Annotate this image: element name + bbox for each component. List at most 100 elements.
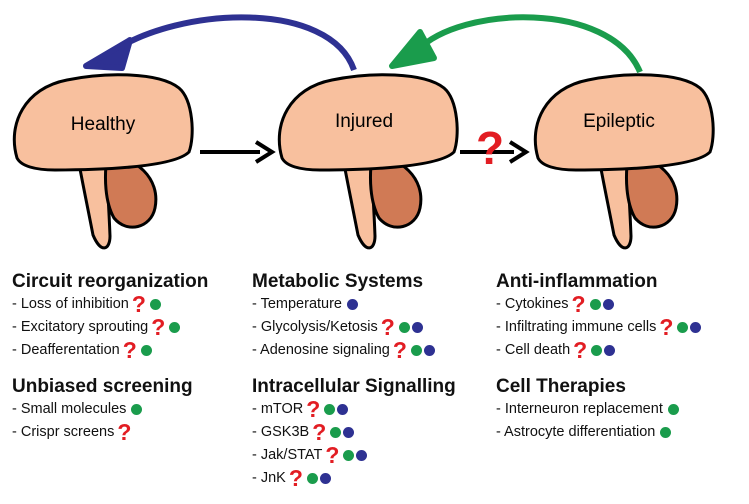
green-dot-icon <box>589 299 601 310</box>
group-title: Cell Therapies <box>496 376 626 397</box>
question-mark-icon: ? <box>117 418 132 445</box>
evidence-marks: ? <box>131 290 161 317</box>
evidence-marks: ? <box>380 313 423 340</box>
group-cell-therapies: Cell Therapies - Interneuron replacement… <box>496 376 701 444</box>
evidence-marks: ? <box>325 441 368 468</box>
group-circuit-reorganization: Circuit reorganization - Loss of inhibit… <box>12 271 208 362</box>
arrow-healthy-to-injured <box>200 140 276 164</box>
brain-stage-diagram: Healthy Injured Epileptic ? <box>12 14 715 250</box>
evidence-marks: ? <box>659 313 702 340</box>
evidence-marks <box>666 404 679 415</box>
brain-healthy <box>12 73 194 250</box>
list-item: - Glycolysis/Ketosis? <box>252 313 456 340</box>
item-text: - Deafferentation <box>12 342 120 358</box>
question-mark-icon: ? <box>380 313 395 340</box>
arrow-green-epileptic-to-injured <box>389 14 643 74</box>
list-item: - Deafferentation? <box>12 336 208 363</box>
group-title: Anti-inflammation <box>496 271 658 292</box>
green-dot-icon <box>398 322 410 333</box>
item-list: - Small molecules- Crispr screens? <box>12 398 208 444</box>
blue-dot-icon <box>356 450 368 461</box>
question-mark-icon: ? <box>306 395 321 422</box>
list-item: - Jak/STAT? <box>252 441 456 468</box>
green-dot-icon <box>169 322 181 333</box>
evidence-marks: ? <box>151 315 181 338</box>
arrow-blue-injured-to-healthy <box>83 14 357 72</box>
item-text: - Interneuron replacement <box>496 401 663 417</box>
stage-label-healthy: Healthy <box>71 114 136 135</box>
item-text: - Glycolysis/Ketosis <box>252 319 378 335</box>
question-mark-icon: ? <box>312 418 327 445</box>
blue-dot-icon <box>423 345 435 356</box>
item-text: - Cytokines <box>496 296 569 312</box>
question-mark-icon: ? <box>392 336 407 363</box>
column-middle: Metabolic Systems - Temperature- Glycoly… <box>252 271 456 504</box>
blue-dot-icon <box>347 299 358 310</box>
group-title: Unbiased screening <box>12 376 193 397</box>
question-mark-icon: ? <box>131 290 146 317</box>
green-dot-icon <box>667 404 679 415</box>
item-text: - Astrocyte differentiation <box>496 424 656 440</box>
item-list: - Temperature- Glycolysis/Ketosis?- Aden… <box>252 293 456 362</box>
item-text: - Small molecules <box>12 401 127 417</box>
list-item: - Crispr screens? <box>12 418 208 445</box>
item-text: - JnK <box>252 470 286 486</box>
item-text: - Temperature <box>252 296 342 312</box>
blue-dot-icon <box>690 322 702 333</box>
brain-injured <box>277 73 459 250</box>
question-mark-icon: ? <box>571 290 586 317</box>
item-list: - Cytokines?- Infiltrating immune cells?… <box>496 290 702 363</box>
evidence-marks <box>129 404 143 415</box>
column-left: Circuit reorganization - Loss of inhibit… <box>12 271 208 458</box>
evidence-marks: ? <box>306 395 349 422</box>
green-dot-icon <box>410 345 422 356</box>
green-dot-icon <box>306 473 318 484</box>
question-mark-icon: ? <box>573 336 588 363</box>
evidence-marks: ? <box>392 336 435 363</box>
green-dot-icon <box>149 299 161 310</box>
list-item: - Small molecules <box>12 398 208 421</box>
list-item: - Adenosine signaling? <box>252 336 456 363</box>
group-title: Circuit reorganization <box>12 271 209 292</box>
green-dot-icon <box>330 427 342 438</box>
evidence-marks: ? <box>571 290 614 317</box>
item-text: - GSK3B <box>252 424 310 440</box>
transition-question-mark: ? <box>476 122 504 174</box>
question-mark-icon: ? <box>325 441 340 468</box>
list-item: - JnK? <box>252 464 456 491</box>
item-text: - Jak/STAT <box>252 447 323 463</box>
item-list: - Interneuron replacement - Astrocyte dif… <box>496 398 701 444</box>
group-intracellular-signalling: Intracellular Signalling - mTOR?- GSK3B?… <box>252 376 456 490</box>
green-dot-icon <box>591 345 603 356</box>
blue-dot-icon <box>602 299 614 310</box>
question-mark-icon: ? <box>659 313 674 340</box>
blue-dot-icon <box>337 404 349 415</box>
blue-dot-icon <box>604 345 616 356</box>
evidence-marks <box>658 427 672 438</box>
stage-label-injured: Injured <box>335 111 393 132</box>
evidence-marks <box>345 299 358 310</box>
list-item: - Interneuron replacement <box>496 398 701 421</box>
green-dot-icon <box>324 404 336 415</box>
arrow-injured-to-epileptic <box>460 140 530 164</box>
green-dot-icon <box>343 450 355 461</box>
blue-dot-icon <box>319 473 331 484</box>
list-item: - Infiltrating immune cells? <box>496 313 702 340</box>
group-title: Metabolic Systems <box>252 271 424 292</box>
list-item: - Astrocyte differentiation <box>496 421 701 444</box>
item-list: - Loss of inhibition?- Excitatory sprout… <box>12 290 208 363</box>
column-right: Anti-inflammation - Cytokines?- Infiltra… <box>496 271 702 458</box>
green-dot-icon <box>660 427 672 438</box>
list-item: - GSK3B? <box>252 418 456 445</box>
green-dot-icon <box>140 345 152 356</box>
group-metabolic-systems: Metabolic Systems - Temperature- Glycoly… <box>252 271 456 362</box>
item-text: - Loss of inhibition <box>12 296 129 312</box>
list-item: - Cytokines? <box>496 290 701 317</box>
item-text: - mTOR <box>252 401 304 417</box>
question-mark-icon: ? <box>122 336 137 363</box>
group-title: Intracellular Signalling <box>252 376 456 397</box>
blue-dot-icon <box>343 427 355 438</box>
question-mark-icon: ? <box>288 464 303 491</box>
evidence-marks: ? <box>288 464 331 491</box>
item-list: - mTOR?- GSK3B?- Jak/STAT?- JnK? <box>252 395 456 491</box>
